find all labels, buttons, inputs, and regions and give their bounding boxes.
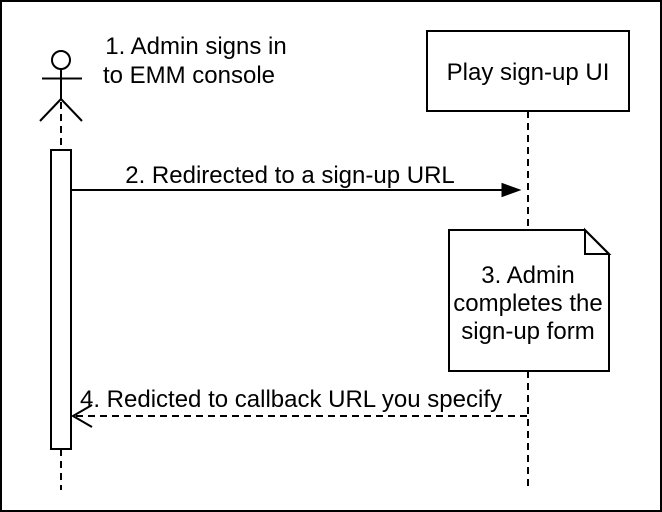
- actor-label-line-1: 1. Admin signs in: [105, 33, 286, 60]
- message-2-label: 2. Redirected to a sign-up URL: [125, 162, 455, 189]
- note-label-line-1: 3. Admin: [481, 262, 574, 289]
- note-label-line-3: sign-up form: [461, 318, 594, 345]
- actor-head: [51, 50, 71, 70]
- message-4-open-arrowhead-icon: [71, 404, 93, 428]
- note-shape: [448, 227, 612, 372]
- participant-box: [426, 30, 630, 112]
- note-body: [448, 229, 610, 372]
- message-2-arrowhead-icon: [501, 182, 522, 198]
- participant-label: Play sign-up UI: [447, 59, 610, 86]
- actor-label-line-2: to EMM console: [103, 62, 275, 89]
- note-label-line-2: completes the: [453, 290, 602, 317]
- actor-activation-bar: [50, 149, 72, 450]
- message-4-label: 4. Redicted to callback URL you specify: [80, 386, 502, 413]
- actor-left-leg: [39, 98, 62, 122]
- note-fold-corner: [584, 227, 612, 255]
- actor-figure: [39, 50, 83, 122]
- actor-right-leg: [60, 98, 83, 122]
